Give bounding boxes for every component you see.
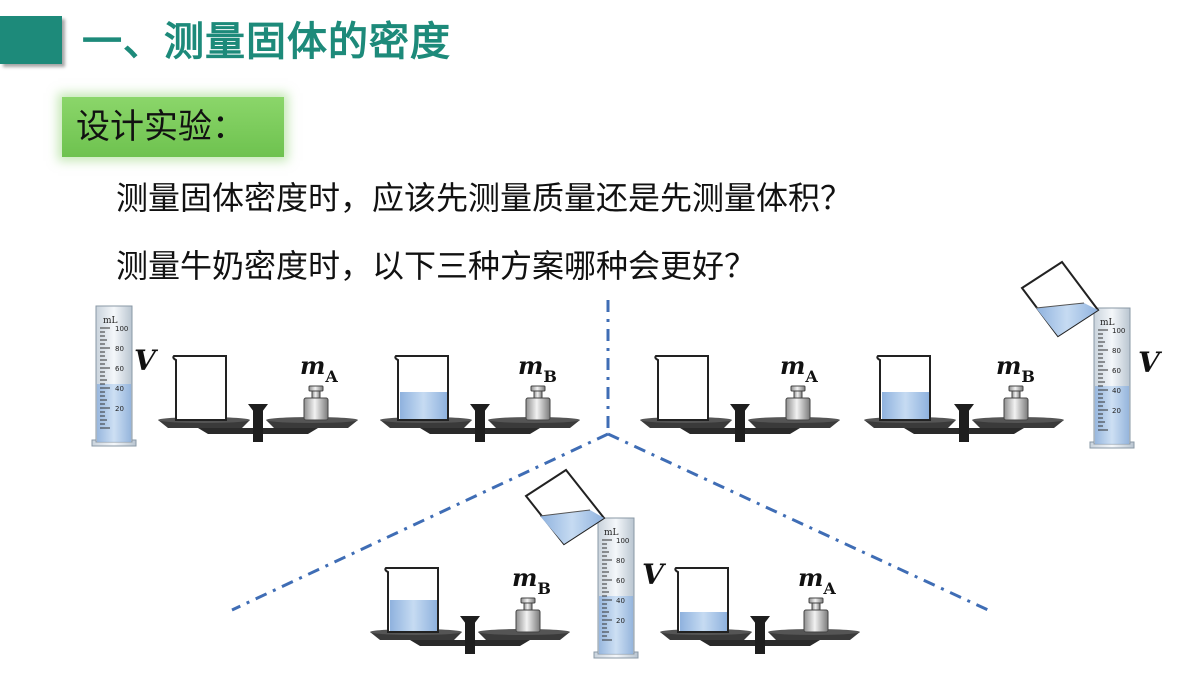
svg-text:mB: mB: [996, 351, 1035, 386]
section-label: 设计实验：: [76, 107, 246, 147]
divider-left: [231, 432, 609, 612]
svg-text:mA: mA: [798, 563, 836, 598]
cylinder-1-tick-100: 100: [115, 325, 128, 333]
cylinder-1-tick-40: 40: [115, 385, 124, 393]
cylinder-3-tick-40: 40: [616, 597, 625, 605]
weight-4: [1003, 385, 1029, 421]
cylinder-2-unit: mL: [1100, 318, 1115, 328]
cylinder-3-tick-20: 20: [616, 617, 625, 625]
beaker-4-liquid: [882, 392, 929, 419]
scheme-3: mB mL 100 80 60 40 20 V mA: [370, 468, 860, 659]
cylinder-2-tick-40: 40: [1112, 387, 1121, 395]
cylinder-2-ticks: 100 80 60 40 20: [1112, 327, 1125, 415]
beaker-6-liquid: [680, 612, 727, 631]
mass-sub-4: B: [1021, 367, 1035, 386]
volume-symbol-1: V: [134, 344, 159, 377]
mass-symbol-2: m: [518, 351, 543, 380]
pouring-beaker-1: [1020, 260, 1100, 338]
title-accent-block: [0, 16, 62, 64]
weight-6: [803, 597, 829, 633]
scheme-2: mA mB mL 100 80 60 40 20 V: [640, 260, 1163, 449]
question-1: 测量固体密度时，应该先测量质量还是先测量体积？: [116, 179, 853, 217]
svg-text:mB: mB: [518, 351, 557, 386]
divider-right: [607, 432, 989, 612]
cylinder-3-ticks: 100 80 60 40 20: [616, 537, 629, 625]
weight-5: [515, 597, 541, 633]
cylinder-3-tick-60: 60: [616, 577, 625, 585]
scheme-dividers: [231, 300, 989, 612]
beaker-1-empty: [172, 355, 227, 421]
mass-sub-3: A: [804, 367, 818, 386]
measuring-cylinder-1: [91, 305, 137, 447]
weight-3: [785, 385, 811, 421]
beaker-3-empty: [654, 355, 709, 421]
section-label-box: [62, 97, 284, 157]
mass-sub-5: B: [537, 579, 551, 598]
cylinder-1-ticks: 100 80 60 40 20: [115, 325, 128, 413]
volume-symbol-2: V: [1138, 346, 1163, 379]
cylinder-2-tick-20: 20: [1112, 407, 1121, 415]
mass-symbol-4: m: [996, 351, 1021, 380]
cylinder-1-tick-80: 80: [115, 345, 124, 353]
cylinder-3-unit: mL: [604, 528, 619, 538]
weight-2: [525, 385, 551, 421]
mass-sub-1: A: [324, 367, 338, 386]
cylinder-3-tick-100: 100: [616, 537, 629, 545]
page-title: 一、测量固体的密度: [82, 19, 451, 65]
cylinder-1-unit: mL: [103, 316, 118, 326]
cylinder-1-tick-60: 60: [115, 365, 124, 373]
cylinder-1-tick-20: 20: [115, 405, 124, 413]
cylinder-2-tick-60: 60: [1112, 367, 1121, 375]
beaker-5-liquid: [390, 600, 437, 631]
weight-1: [303, 385, 329, 421]
mass-sub-2: B: [543, 367, 557, 386]
mass-symbol-5: m: [512, 563, 537, 592]
cylinder-3-tick-80: 80: [616, 557, 625, 565]
svg-text:mA: mA: [300, 351, 338, 386]
mass-symbol-1: m: [300, 351, 325, 380]
mass-symbol-6: m: [798, 563, 823, 592]
mass-sub-6: A: [822, 579, 836, 598]
scheme-1: mL 100 80 60 40 20 V mA mB: [91, 305, 580, 447]
cylinder-2-tick-80: 80: [1112, 347, 1121, 355]
pouring-beaker-2: [524, 468, 606, 546]
svg-text:mB: mB: [512, 563, 551, 598]
cylinder-2-tick-100: 100: [1112, 327, 1125, 335]
question-2: 测量牛奶密度时，以下三种方案哪种会更好？: [116, 247, 757, 285]
mass-symbol-3: m: [780, 351, 805, 380]
volume-symbol-3: V: [642, 558, 667, 591]
beaker-2-liquid: [400, 392, 447, 419]
svg-text:mA: mA: [780, 351, 818, 386]
